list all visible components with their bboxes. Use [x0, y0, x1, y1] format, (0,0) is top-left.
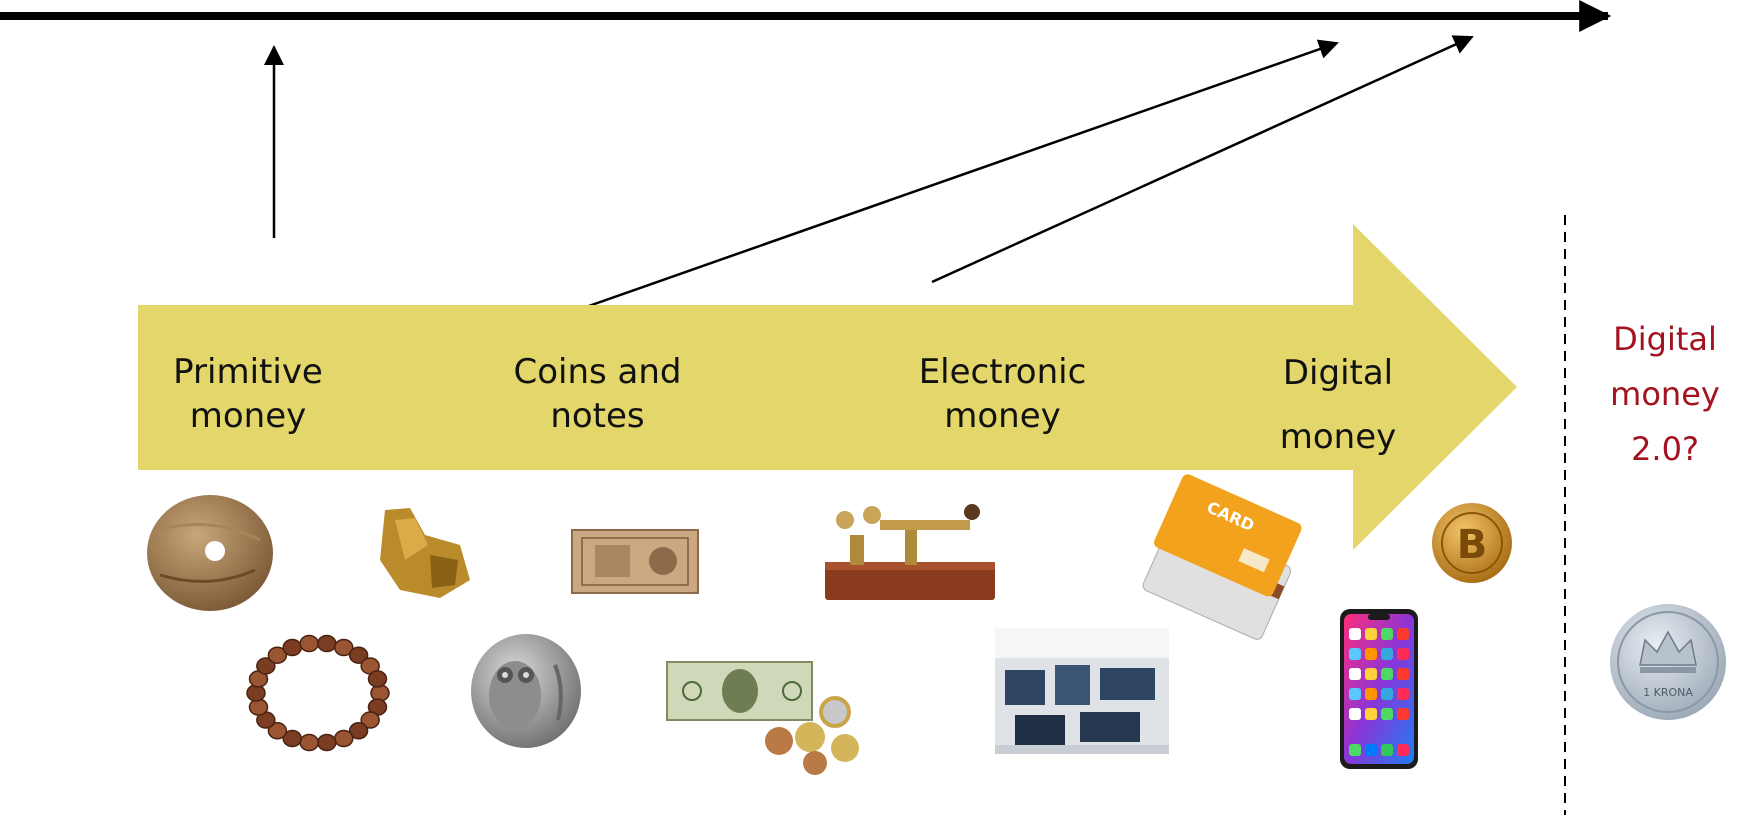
- app-icon: [1349, 668, 1361, 680]
- dock-app-icon: [1365, 744, 1377, 756]
- stage-label-primitive: Primitive money: [168, 350, 328, 438]
- smartphone-icon: [1340, 609, 1418, 769]
- app-icon: [1349, 708, 1361, 720]
- gold-nugget-icon: [380, 508, 470, 598]
- stage-label-digital: Digital money: [1268, 341, 1408, 469]
- app-icon: [1397, 668, 1409, 680]
- old-banknote-icon: [571, 529, 699, 594]
- app-icon: [1349, 628, 1361, 640]
- app-icon: [1365, 668, 1377, 680]
- stage-label-line1: Digital: [1282, 353, 1394, 393]
- bitcoin-icon: B: [1432, 503, 1512, 583]
- bead: [367, 670, 388, 688]
- future-label: Digital money 2.0?: [1590, 312, 1740, 477]
- stage-label-line2: money: [944, 396, 1061, 436]
- app-icon: [1397, 708, 1409, 720]
- dock-app-icon: [1349, 744, 1361, 756]
- bead-necklace-icon: [246, 634, 390, 752]
- stage-label-line1: Electronic: [918, 352, 1087, 392]
- telegraph-key-icon: [825, 504, 995, 600]
- coin-text: 1 KRONA: [1643, 686, 1693, 699]
- app-icon: [1349, 688, 1361, 700]
- stage-label-electronic: Electronic money: [905, 350, 1100, 438]
- bead: [334, 638, 354, 657]
- app-icon: [1397, 648, 1409, 660]
- bead: [334, 729, 354, 748]
- app-icon: [1365, 688, 1377, 700]
- app-icon: [1381, 688, 1393, 700]
- bead: [370, 684, 390, 702]
- connector-arrow-coins: [585, 39, 1339, 309]
- app-icon: [1381, 628, 1393, 640]
- future-label-line2: money: [1610, 375, 1720, 413]
- bead: [246, 684, 266, 702]
- bead: [267, 646, 288, 664]
- app-icon: [1397, 688, 1409, 700]
- svg-text:B: B: [1457, 522, 1488, 568]
- dock-app-icon: [1397, 744, 1409, 756]
- stage-label-line2: notes: [550, 396, 645, 436]
- bead: [248, 698, 269, 716]
- bead: [299, 634, 319, 653]
- app-icon: [1365, 708, 1377, 720]
- app-icon: [1349, 648, 1361, 660]
- app-icon: [1365, 628, 1377, 640]
- bead: [256, 657, 276, 675]
- app-icon: [1381, 668, 1393, 680]
- stage-label-line2: money: [1279, 417, 1397, 457]
- stage-label-line1: Primitive: [173, 352, 323, 392]
- bead: [348, 646, 369, 664]
- app-icon: [1381, 648, 1393, 660]
- owl-coin-icon: [471, 634, 581, 748]
- stage-label-line2: money: [189, 396, 307, 436]
- stage-label-line1: Coins and: [513, 352, 682, 392]
- dock-app-icon: [1381, 744, 1393, 756]
- bead: [282, 729, 302, 748]
- app-icon: [1381, 708, 1393, 720]
- credit-card-icon: CARD: [1142, 474, 1302, 640]
- app-icon: [1397, 628, 1409, 640]
- app-icon: [1365, 648, 1377, 660]
- stone-money-icon: [147, 495, 273, 611]
- evolution-band-arrow: [138, 224, 1517, 550]
- connector-arrow-electronic: [931, 35, 1474, 284]
- bead: [317, 634, 337, 653]
- bead: [299, 733, 319, 752]
- bead: [360, 711, 380, 729]
- krona-coin-icon: 1 KRONA: [1610, 604, 1726, 720]
- stage-label-coins: Coins and notes: [500, 350, 695, 438]
- bead: [317, 733, 337, 752]
- bead: [282, 638, 302, 657]
- future-label-line1: Digital: [1613, 320, 1717, 358]
- future-label-line3: 2.0?: [1631, 430, 1699, 468]
- bead: [267, 722, 288, 740]
- bead: [348, 722, 369, 740]
- mainframe-room-icon: [995, 628, 1169, 754]
- dollar-bill-coins-icon: [666, 661, 859, 775]
